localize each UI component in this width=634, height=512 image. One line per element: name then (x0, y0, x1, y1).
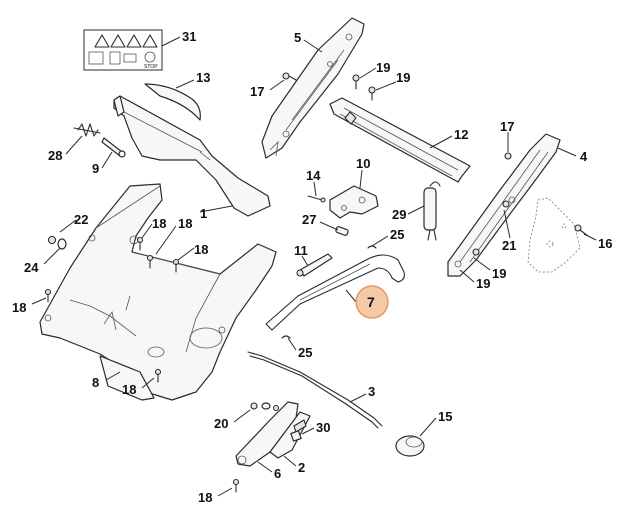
lever-part-2 (269, 411, 311, 459)
callout-13: 13 (196, 70, 210, 85)
callout-25: 25 (298, 345, 312, 360)
callout-15: 15 (438, 409, 452, 424)
washer-icon (47, 235, 67, 250)
bracket-part-5 (261, 17, 365, 159)
callout-18: 18 (178, 216, 192, 231)
stop-text: STOP (144, 64, 158, 70)
callout-labels: 31 5 19 19 17 13 12 17 4 28 9 10 14 1 29… (12, 29, 612, 505)
callout-6: 6 (274, 466, 281, 481)
screw-icon (282, 72, 376, 101)
callout-10: 10 (356, 156, 370, 171)
callout-19: 19 (492, 266, 506, 281)
callout-28: 28 (48, 148, 62, 163)
callout-17: 17 (250, 84, 264, 99)
warning-label-part: STOP (83, 29, 163, 71)
callout-19: 19 (396, 70, 410, 85)
frame-part-1 (113, 95, 271, 217)
leader-lines (31, 36, 597, 497)
callout-4: 4 (580, 149, 588, 164)
callout-18: 18 (122, 382, 136, 397)
callout-19: 19 (476, 276, 490, 291)
callout-9: 9 (92, 161, 99, 176)
callout-5: 5 (294, 30, 301, 45)
cable-part-11 (296, 253, 333, 277)
callout-8: 8 (92, 375, 99, 390)
ghost-bracket (527, 197, 581, 273)
knob-part-15 (395, 435, 425, 457)
callout-19: 19 (376, 60, 390, 75)
spring-part-28 (73, 123, 101, 137)
rail-part-12 (329, 97, 471, 183)
callout-18: 18 (198, 490, 212, 505)
callout-18: 18 (152, 216, 166, 231)
callout-14: 14 (306, 168, 321, 183)
pin-part-14 (307, 195, 326, 203)
callout-31: 31 (182, 29, 196, 44)
pin-part-9 (101, 137, 126, 158)
bail-handle-part-7 (265, 254, 405, 331)
callout-25: 25 (390, 227, 404, 242)
callout-17: 17 (500, 119, 514, 134)
plate-part-8 (99, 355, 155, 401)
callout-22: 22 (74, 212, 88, 227)
callout-18: 18 (194, 242, 208, 257)
callout-2: 2 (298, 460, 305, 475)
screw-icon (232, 402, 302, 493)
callout-7-highlighted: 7 (367, 294, 375, 310)
bracket-part-4 (447, 133, 561, 277)
cover-part-13 (144, 83, 201, 121)
rod-part-3 (247, 351, 383, 429)
callout-3: 3 (368, 384, 375, 399)
callout-11: 11 (294, 243, 308, 258)
callout-1: 1 (200, 206, 207, 221)
callout-29: 29 (392, 207, 406, 222)
spring-part-29 (423, 181, 441, 241)
callout-21: 21 (502, 238, 516, 253)
highlight-circle (355, 285, 389, 319)
callout-27: 27 (302, 212, 316, 227)
callout-16: 16 (598, 236, 612, 251)
callout-20: 20 (214, 416, 228, 431)
callout-30: 30 (316, 420, 330, 435)
callout-18: 18 (12, 300, 26, 315)
callout-24: 24 (24, 260, 39, 275)
latch-part-10 (329, 185, 379, 219)
bushing-part-27 (335, 226, 349, 236)
screw-icon (44, 236, 180, 383)
callout-12: 12 (454, 127, 468, 142)
